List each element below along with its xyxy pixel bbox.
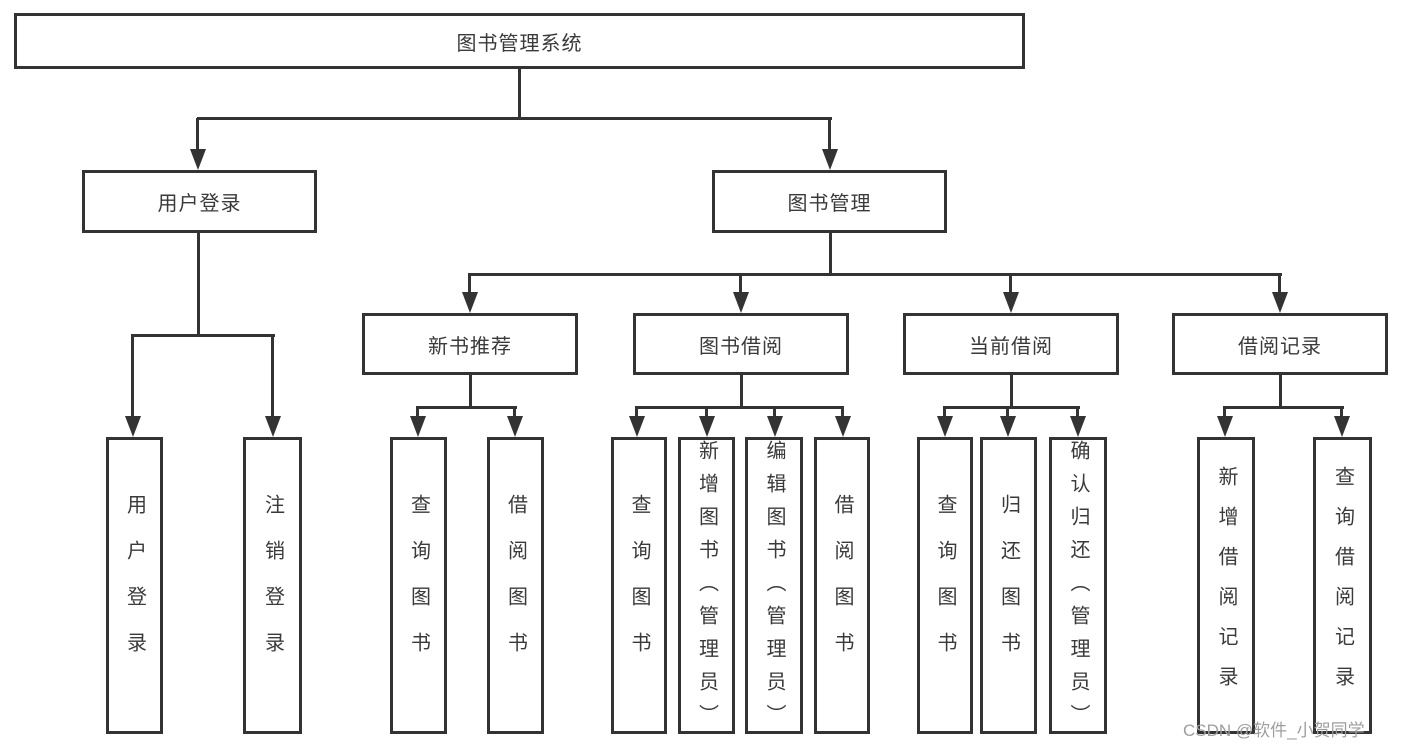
leaf-borrow-books-borrowing: 借阅图书 [814,437,870,734]
leaf-label: 确认归还（管理员） [1067,440,1089,737]
node-label: 图书借阅 [699,335,783,358]
csdn-watermark: CSDN @软件_小贺同学 [1183,721,1365,740]
leaf-query-borrow-record: 查询借阅记录 [1313,437,1372,734]
connector-line [943,406,1080,409]
node-label: 当前借阅 [969,335,1053,358]
connector-line [469,375,472,407]
connector-line [518,69,521,118]
leaf-label: 借阅图书 [504,493,527,678]
leaf-label: 查询借阅记录 [1331,465,1354,706]
leaf-user-login: 用户登录 [106,437,163,734]
connector-line [197,233,200,335]
leaf-label: 注销登录 [261,493,284,678]
leaf-logout: 注销登录 [243,437,302,734]
arrow-down-icon [699,407,715,437]
leaf-add-books-admin: 新增图书（管理员） [678,437,735,737]
arrow-down-icon [265,335,281,437]
arrow-down-icon [190,118,206,170]
leaf-label: 归还图书 [997,493,1020,678]
arrow-down-icon [835,407,851,437]
connector-line [829,233,832,274]
node-label: 借阅记录 [1238,335,1322,358]
leaf-label: 新增图书（管理员） [695,440,718,737]
leaf-label: 查询图书 [407,493,430,678]
node-user-login: 用户登录 [82,170,317,233]
connector-line [416,406,517,409]
node-book-management: 图书管理 [712,170,947,233]
arrow-down-icon [1334,407,1350,437]
connector-line [131,334,275,337]
node-borrowing-records: 借阅记录 [1172,313,1388,375]
arrow-down-icon [507,407,523,437]
arrow-down-icon [1000,407,1016,437]
connector-line [468,273,1282,276]
connector-line [197,117,832,120]
arrow-down-icon [462,274,478,313]
leaf-label: 查询图书 [934,493,956,678]
leaf-edit-books-admin: 编辑图书（管理员） [745,437,803,737]
leaf-label: 编辑图书（管理员） [763,440,785,737]
leaf-query-books-current: 查询图书 [917,437,973,734]
leaf-confirm-return-admin: 确认归还（管理员） [1049,437,1107,737]
arrow-down-icon [937,407,953,437]
arrow-down-icon [410,407,426,437]
arrow-down-icon [733,274,749,313]
connector-line [1223,406,1344,409]
leaf-add-borrow-record: 新增借阅记录 [1197,437,1255,734]
leaf-label: 借阅图书 [831,493,853,678]
arrow-down-icon [125,335,141,437]
arrow-down-icon [767,407,783,437]
leaf-label: 查询图书 [628,493,650,678]
arrow-down-icon [629,407,645,437]
arrow-down-icon [822,118,838,170]
node-label: 新书推荐 [428,335,512,358]
node-current-borrowing: 当前借阅 [903,313,1119,375]
node-label: 用户登录 [157,193,242,215]
connector-line [740,375,743,407]
node-new-book-recommend: 新书推荐 [362,313,578,375]
leaf-label: 新增借阅记录 [1215,465,1237,706]
arrow-down-icon [1070,407,1086,437]
node-book-management-system: 图书管理系统 [14,13,1025,69]
leaf-query-books-borrowing: 查询图书 [611,437,667,734]
connector-line [1010,375,1013,407]
arrow-down-icon [1003,274,1019,313]
leaf-borrow-books-recommend: 借阅图书 [487,437,544,734]
leaf-query-books-recommend: 查询图书 [390,437,447,734]
leaf-label: 用户登录 [123,493,146,678]
node-label: 图书管理系统 [456,32,583,55]
leaf-return-books: 归还图书 [980,437,1037,734]
connector-line [635,406,844,409]
node-label: 图书管理 [787,193,872,215]
node-book-borrowing: 图书借阅 [633,313,849,375]
arrow-down-icon [1217,407,1233,437]
connector-line [1279,375,1282,407]
arrow-down-icon [1272,274,1288,313]
